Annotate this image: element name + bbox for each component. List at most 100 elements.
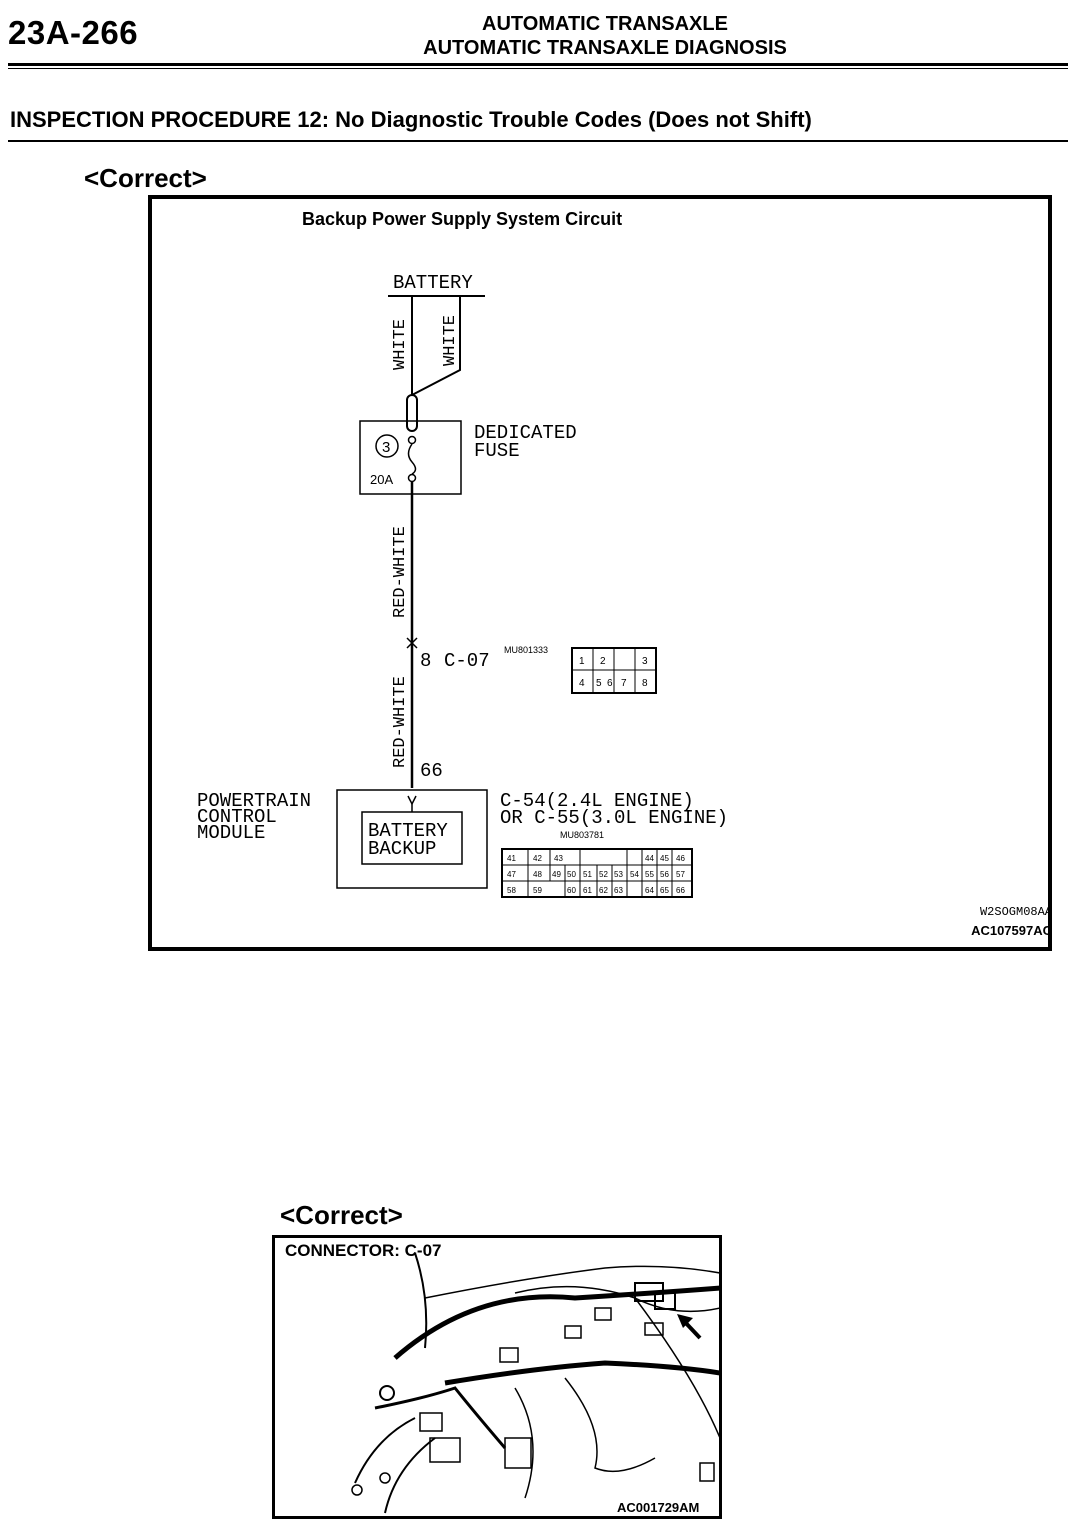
locator-arrow — [677, 1314, 702, 1340]
pcm-pin-60: 60 — [567, 886, 576, 895]
circuit-diagram: BATTERY WHITE WHITE 3 20A DEDICATED FUSE… — [197, 272, 728, 898]
pcm-connector-label-1: C-54(2.4L ENGINE) — [500, 790, 694, 812]
panel-outline-2 — [564, 1377, 656, 1473]
pcm-pin-47: 47 — [507, 870, 516, 879]
fuse-label-1: DEDICATED — [474, 422, 577, 444]
pcm-pin-48: 48 — [533, 870, 542, 879]
panel-outline-1 — [514, 1387, 534, 1499]
dash-outline-2 — [424, 1265, 719, 1299]
c07-pin-1: 1 — [579, 656, 585, 667]
connector-block-1 — [419, 1412, 443, 1432]
connector-small-5 — [699, 1462, 715, 1482]
wire-splice — [406, 394, 418, 432]
connector-location-illustration — [272, 1235, 722, 1519]
c07-pin-2: 2 — [600, 656, 606, 667]
procedure-rule — [8, 140, 1068, 142]
dash-outline-1 — [414, 1252, 428, 1349]
pcm-pin-54: 54 — [630, 870, 639, 879]
pcm-pin-41: 41 — [507, 854, 516, 863]
pcm-pin-66: 66 — [676, 886, 685, 895]
pcm-label-3: MODULE — [197, 822, 265, 844]
illustration-code: AC001729AM — [617, 1500, 700, 1515]
branch-wire-1 — [354, 1417, 416, 1484]
pcm-pin-46: 46 — [676, 854, 685, 863]
c07-pin-3: 3 — [642, 656, 648, 667]
branch-wire-2 — [384, 1437, 436, 1514]
pcm-pin-62: 62 — [599, 886, 608, 895]
connector-c07-mate — [654, 1292, 676, 1310]
pcm-pin-59: 59 — [533, 886, 542, 895]
ground-terminal-2 — [379, 1472, 391, 1484]
connector-block-2 — [429, 1437, 461, 1463]
pcm-pin-57: 57 — [676, 870, 685, 879]
connector-mark-b — [406, 637, 418, 649]
connector-pin: 8 — [420, 650, 431, 672]
circuit-diagram-title: Backup Power Supply System Circuit — [302, 209, 623, 229]
c07-pin-6: 6 — [607, 678, 613, 689]
pcm-pin-55: 55 — [645, 870, 654, 879]
harness-drawing — [351, 1252, 719, 1514]
pcm-pin-42: 42 — [533, 854, 542, 863]
battery-label: BATTERY — [393, 272, 473, 294]
header-title-line1: AUTOMATIC TRANSAXLE — [482, 13, 728, 35]
fuse-element — [407, 443, 417, 475]
fuse-box — [359, 420, 462, 495]
pcm-pin-65: 65 — [660, 886, 669, 895]
panel-outline-3 — [634, 1297, 719, 1438]
c07-pin-8: 8 — [642, 678, 648, 689]
connector-small-4 — [644, 1322, 664, 1336]
c07-pin-5: 5 — [596, 678, 602, 689]
pcm-terminal — [407, 795, 417, 806]
header-title-line2: AUTOMATIC TRANSAXLE DIAGNOSIS — [423, 37, 787, 59]
ground-terminal — [351, 1484, 363, 1496]
circuit-diagram-frame — [148, 195, 1052, 951]
pcm-pin-58: 58 — [507, 886, 516, 895]
fuse-terminal-bottom — [407, 473, 417, 483]
procedure-title: INSPECTION PROCEDURE 12: No Diagnostic T… — [10, 107, 812, 132]
figure2-correct-label: <Correct> — [280, 1200, 403, 1230]
page-number: 23A-266 — [8, 14, 139, 51]
diagram-code-1: W2SOGM08AA — [979, 905, 1052, 919]
pcm-connector-face: 41 42 43 44 45 46 47 48 49 50 51 52 53 5… — [501, 848, 693, 898]
connector-c07-face: 1 2 3 4 5 6 7 8 — [571, 647, 657, 694]
header-rule-thin — [8, 68, 1068, 69]
fuse-number: 3 — [382, 439, 390, 456]
pcm-pin-61: 61 — [583, 886, 592, 895]
pcm-pin: 66 — [420, 760, 443, 782]
pcm-pin-49: 49 — [552, 870, 561, 879]
pcm-connector-label-2: OR C-55(3.0L ENGINE) — [500, 807, 728, 829]
grommet — [379, 1385, 395, 1401]
figure1-correct-label: <Correct> — [84, 163, 207, 193]
pcm-pin-45: 45 — [660, 854, 669, 863]
connector-small-2 — [564, 1325, 582, 1339]
header-title: AUTOMATIC TRANSAXLE AUTOMATIC TRANSAXLE … — [405, 12, 805, 60]
connector-part: MU801333 — [504, 645, 548, 655]
pcm-pin-52: 52 — [599, 870, 608, 879]
fuse-terminal-top — [407, 435, 417, 445]
fuse-label-2: FUSE — [474, 440, 520, 462]
pcm-label-1: POWERTRAIN — [197, 790, 311, 812]
connector-small-1 — [499, 1347, 519, 1363]
pcm-pin-51: 51 — [583, 870, 592, 879]
wire-label-white-left: WHITE — [391, 319, 410, 370]
pcm-pin-43: 43 — [554, 854, 563, 863]
pcm-pin-53: 53 — [614, 870, 623, 879]
diagram-code-2: AC107597AC — [971, 923, 1052, 938]
connector-label: CONNECTOR: C-07 — [285, 1241, 442, 1260]
fuse-number-circle — [375, 434, 399, 458]
pcm-pin-56: 56 — [660, 870, 669, 879]
battery-backup-box — [361, 811, 463, 865]
fuse-rating: 20A — [370, 472, 393, 487]
pcm-label-2: CONTROL — [197, 806, 277, 828]
c07-pin-4: 4 — [579, 678, 585, 689]
pcm-box — [336, 789, 488, 889]
wire-label-white-right: WHITE — [441, 315, 460, 366]
pcm-pin-44: 44 — [645, 854, 654, 863]
connector-block-3 — [504, 1437, 532, 1469]
pcm-pin-63: 63 — [614, 886, 623, 895]
wire-label-red-white-1: RED-WHITE — [391, 526, 410, 618]
connector-small-3 — [594, 1307, 612, 1321]
white-wire-right — [411, 296, 461, 396]
c07-pin-7: 7 — [621, 678, 627, 689]
wire-label-red-white-2: RED-WHITE — [391, 676, 410, 768]
